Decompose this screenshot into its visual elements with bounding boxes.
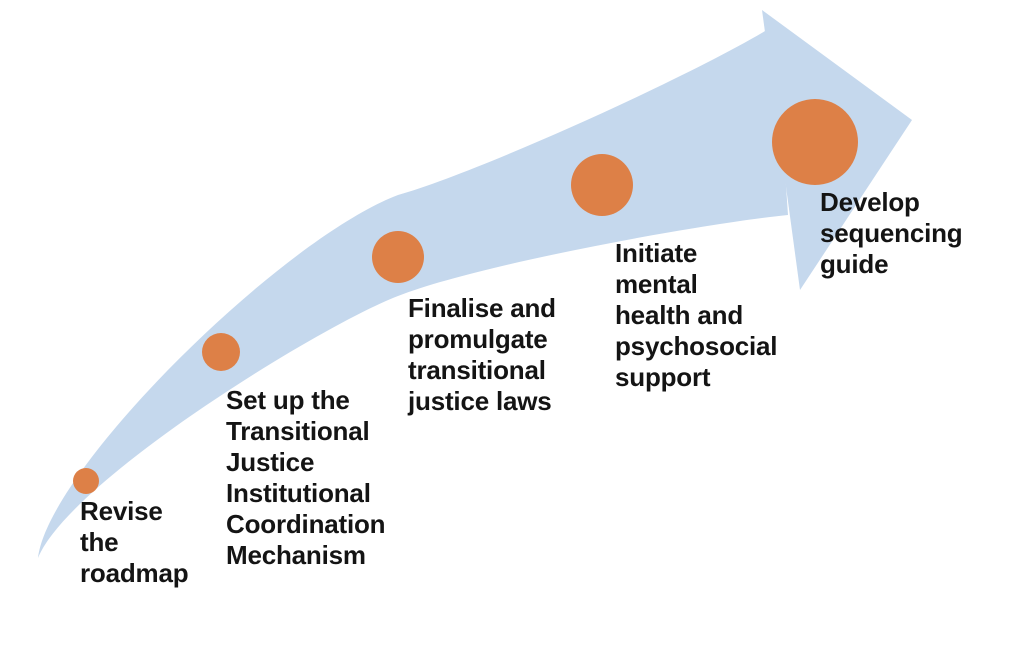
milestone-dots [73,99,858,494]
milestone-label-2: Set up the Transitional Justice Institut… [226,385,386,570]
milestone-label-3: Finalise and promulgate transitional jus… [408,293,556,416]
milestone-label-5: Develop sequencing guide [820,187,963,279]
milestone-dot-3 [372,231,424,283]
milestone-dot-1 [73,468,99,494]
milestone-dot-2 [202,333,240,371]
milestone-dot-4 [571,154,633,216]
milestone-dot-5 [772,99,858,185]
milestone-label-4: Initiate mental health and psychosocial … [615,238,778,392]
milestone-label-1: Revise the roadmap [80,496,189,588]
